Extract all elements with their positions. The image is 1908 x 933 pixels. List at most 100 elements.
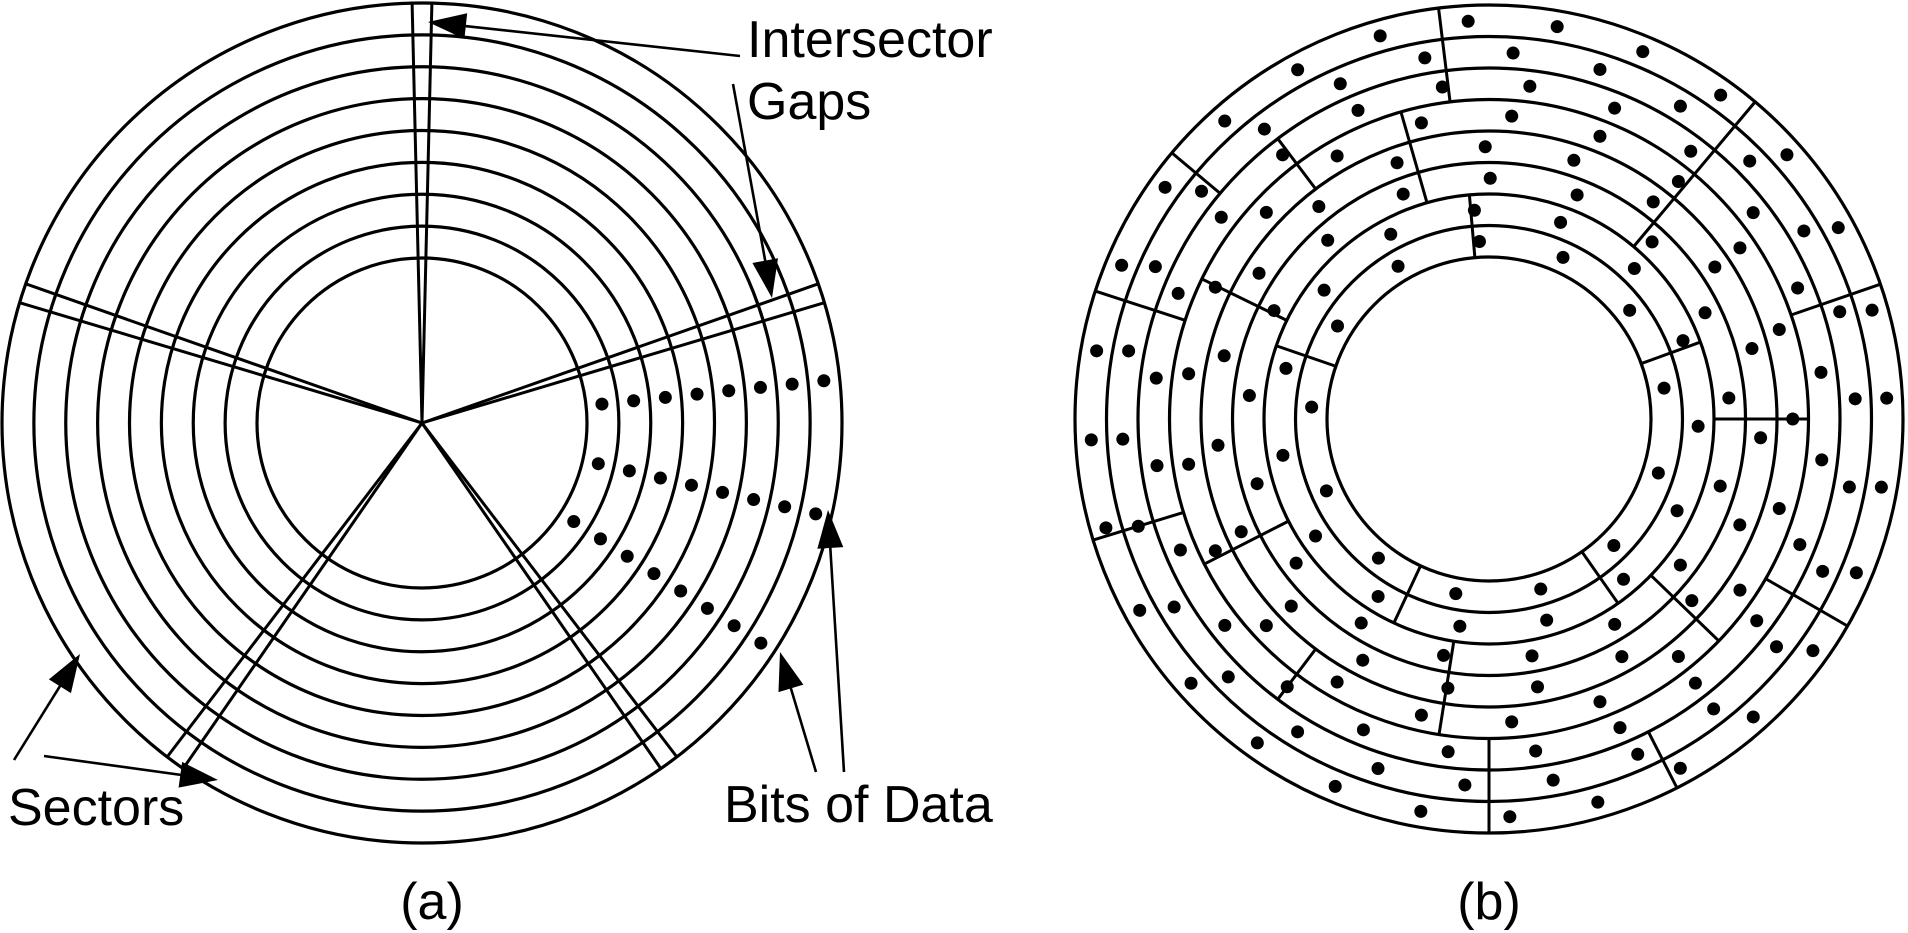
bit-dot	[1556, 250, 1570, 264]
bit-dot	[1461, 14, 1475, 28]
bit-dot	[1534, 582, 1548, 596]
track-circle	[191, 192, 653, 654]
sector-divider-line	[1170, 151, 1222, 195]
sector-divider-line	[1640, 340, 1701, 366]
bit-dot	[817, 374, 831, 388]
sector-divider-line	[1203, 519, 1290, 566]
bit-dot	[1373, 29, 1387, 43]
bit-dot	[1090, 344, 1104, 358]
bit-dot	[1414, 708, 1428, 722]
bit-dot	[1714, 88, 1728, 102]
bit-dot	[1309, 529, 1323, 543]
bit-dot	[1150, 459, 1164, 473]
bit-dot	[1570, 188, 1584, 202]
sector-divider-line	[1649, 574, 1720, 643]
disk-b	[1073, 3, 1905, 835]
bit-dot	[591, 457, 605, 471]
bit-dot	[1483, 171, 1497, 185]
bit-dot	[1780, 148, 1794, 162]
sector-divider-line	[1392, 565, 1422, 624]
bit-dot	[1791, 281, 1805, 295]
bit-dot	[627, 394, 641, 408]
bit-dot	[700, 601, 714, 615]
bit-dot	[1371, 762, 1385, 776]
bit-dot	[1218, 114, 1232, 128]
bit-dot	[1250, 736, 1264, 750]
bit-dot	[1816, 564, 1830, 578]
sector-gap-line	[420, 422, 663, 770]
bit-dot	[1467, 203, 1481, 217]
bit-dot	[1607, 539, 1621, 553]
bit-dot	[753, 380, 767, 394]
sector-divider-line	[1647, 731, 1679, 789]
bit-dot	[1312, 199, 1326, 213]
bit-dot	[1550, 20, 1564, 34]
bit-dot	[1769, 640, 1783, 654]
bit-dot	[1099, 521, 1113, 535]
arrowhead-icon	[178, 761, 218, 788]
bit-dot	[1673, 99, 1687, 113]
bit-dot	[1173, 543, 1187, 557]
bit-dot	[1414, 116, 1428, 130]
bit-dot	[1418, 51, 1432, 65]
bit-dot	[1328, 779, 1342, 793]
bit-dot	[1284, 599, 1298, 613]
bit-dot	[1279, 361, 1293, 375]
bit-dot	[1356, 723, 1370, 737]
bit-dot	[1435, 80, 1449, 94]
bit-dot	[1217, 349, 1231, 363]
bit-dot	[1356, 653, 1370, 667]
bit-dot	[1305, 400, 1319, 414]
bit-dot	[1211, 438, 1225, 452]
bit-dot	[1317, 283, 1331, 297]
bit-dot	[1865, 303, 1879, 317]
bit-dot	[1321, 233, 1335, 247]
bit-dot	[684, 478, 698, 492]
bit-dot	[1333, 77, 1347, 91]
bit-dot	[1252, 266, 1266, 280]
bit-dot	[1772, 502, 1786, 516]
sector-divider-line	[1094, 289, 1186, 322]
bit-dot	[1195, 184, 1209, 198]
bit-dot	[1371, 551, 1385, 565]
bit-dot	[1330, 675, 1344, 689]
bit-dot	[1848, 392, 1862, 406]
annotation-arrows	[12, 13, 846, 788]
bit-dot	[1184, 676, 1198, 690]
bit-dot	[595, 397, 609, 411]
bit-dot	[1670, 504, 1684, 518]
bit-dot	[1396, 187, 1410, 201]
bit-dot	[1685, 594, 1699, 608]
bit-dot	[1691, 419, 1705, 433]
track-circle	[255, 256, 589, 590]
bit-dot	[1698, 306, 1712, 320]
bit-dot	[1707, 702, 1721, 716]
bit-dot	[1529, 744, 1543, 758]
bit-dot	[1646, 195, 1660, 209]
bit-dot	[1116, 432, 1130, 446]
bit-dot	[727, 619, 741, 633]
bit-dot	[1208, 544, 1222, 558]
bit-dot	[1330, 149, 1344, 163]
bit-dot	[1458, 778, 1472, 792]
bit-dot	[1733, 518, 1747, 532]
bit-dot	[1441, 681, 1455, 695]
bit-dot	[1133, 603, 1147, 617]
bit-dot	[1259, 205, 1273, 219]
caption-b: (b)	[1457, 873, 1521, 931]
bit-dot	[1874, 480, 1888, 494]
bits-of-data-arrow-outer	[817, 510, 846, 773]
sector-gap-line	[25, 282, 423, 425]
bit-dot	[754, 636, 768, 650]
bit-dot	[1733, 241, 1747, 255]
bit-dot	[1814, 365, 1828, 379]
bit-dot	[1291, 725, 1305, 739]
bit-dot	[778, 500, 792, 514]
bit-dot	[1708, 260, 1722, 274]
bit-dot	[1772, 322, 1786, 336]
bit-dot	[1613, 721, 1627, 735]
arrow-line	[12, 682, 64, 761]
bit-dot	[1158, 180, 1172, 194]
arrow-line	[43, 754, 185, 777]
